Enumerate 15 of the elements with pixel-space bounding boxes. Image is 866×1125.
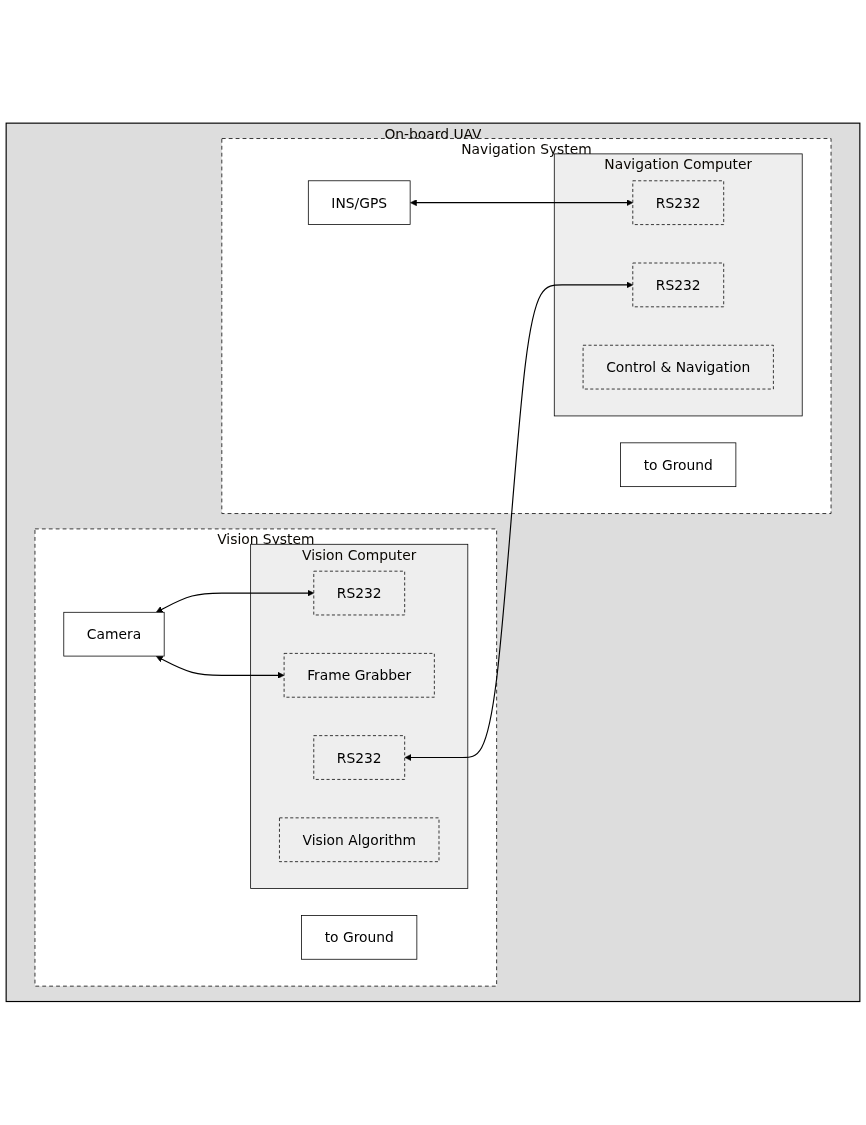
node-box: INS/GPS (307, 180, 411, 226)
node-box: RS232 (313, 735, 406, 780)
node-box: Vision Algorithm (279, 817, 440, 863)
node-box: Camera (63, 612, 165, 657)
node-box: Control & Navigation (582, 345, 774, 390)
node-box: Frame Grabber (283, 653, 435, 698)
node-box: RS232 (632, 262, 725, 308)
node-box: to Ground (620, 442, 737, 488)
node-box: RS232 (632, 180, 725, 226)
arrow (410, 199, 634, 207)
arrow (156, 589, 315, 613)
node-box: to Ground (301, 915, 418, 960)
node-box: RS232 (313, 570, 406, 616)
arrow (404, 281, 634, 762)
arrow (156, 656, 285, 679)
